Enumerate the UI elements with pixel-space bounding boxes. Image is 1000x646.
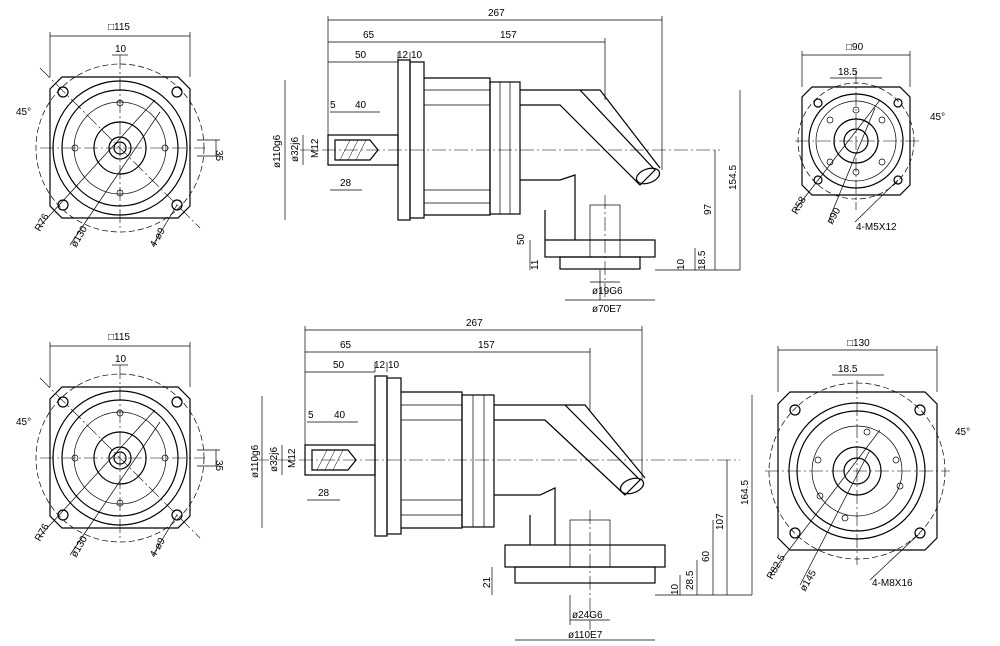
- top-side-40-label: 40: [355, 100, 367, 111]
- bottom-side-65-label: 65: [340, 340, 352, 351]
- top-side-28-label: 28: [340, 178, 352, 189]
- top-front-square-label: □115: [108, 22, 130, 33]
- bottom-side-pilot-label: ø110E7: [568, 630, 603, 641]
- bottom-side-28-5-label: 28.5: [685, 570, 696, 590]
- bottom-side-21-label: 21: [482, 576, 493, 588]
- top-side-view: 267 65 157 50 12 10 5 40 28 M12 ø110g6 ø…: [272, 8, 741, 315]
- bottom-front-height-label: 35: [213, 460, 224, 472]
- top-side-11-label: 11: [530, 259, 541, 270]
- bottom-output-offset-label: 18.5: [838, 364, 858, 375]
- top-side-50h-label: 50: [516, 233, 527, 245]
- top-output-radius-label: R58: [790, 195, 809, 217]
- bottom-front-diameter-label: ø130: [69, 534, 90, 560]
- bottom-side-view: 267 65 157 50 12 10 5 40 28 M12 ø110g6 ø…: [250, 318, 753, 641]
- bottom-output-angle-label: 45°: [955, 427, 970, 438]
- bottom-output-view: □130 18.5 45° R82.5 ø145 4-M8X16: [765, 338, 970, 594]
- bottom-side-157-label: 157: [478, 340, 495, 351]
- bottom-side-flange-diameter-label: ø110g6: [250, 444, 261, 478]
- bottom-side-bore-label: ø24G6: [572, 610, 603, 621]
- top-side-m12-label: M12: [310, 138, 321, 158]
- top-output-offset-label: 18.5: [838, 67, 858, 78]
- bottom-output-holes-label: 4-M8X16: [872, 578, 913, 589]
- top-side-65-label: 65: [363, 30, 375, 41]
- top-side-97-label: 97: [703, 203, 714, 215]
- bottom-side-60-label: 60: [701, 550, 712, 562]
- bottom-front-view: □115 10 45° 35 R76 ø130 4-ø9: [16, 332, 224, 560]
- bottom-side-10h-label: 10: [670, 583, 681, 595]
- top-side-10h-label: 10: [676, 258, 687, 270]
- bottom-side-total-label: 267: [466, 318, 483, 329]
- top-front-holes-label: 4-ø9: [148, 226, 168, 250]
- top-side-flange-diameter-label: ø110g6: [272, 134, 283, 168]
- top-output-angle-label: 45°: [930, 112, 945, 123]
- top-output-view: □90 18.5 45° R58 ø90 4-M5X12: [790, 42, 945, 233]
- bottom-output-radius-label: R82.5: [765, 553, 788, 582]
- top-front-radius-label: R76: [33, 212, 52, 234]
- bottom-side-m12-label: M12: [287, 448, 298, 468]
- top-front-diameter-label: ø130: [69, 224, 90, 250]
- bottom-side-12-label: 12: [374, 360, 386, 371]
- top-output-holes-label: 4-M5X12: [856, 222, 897, 233]
- top-side-shaft-diameter-label: ø32j6: [290, 137, 301, 162]
- top-side-50-label: 50: [355, 50, 367, 61]
- top-output-square-label: □90: [846, 42, 864, 53]
- bottom-front-angle-label: 45°: [16, 417, 31, 428]
- bottom-side-5-label: 5: [308, 410, 314, 421]
- bottom-side-40-label: 40: [334, 410, 346, 421]
- top-side-157-label: 157: [500, 30, 517, 41]
- top-output-diameter-label: ø90: [825, 206, 843, 227]
- bottom-side-50-label: 50: [333, 360, 345, 371]
- bottom-front-holes-label: 4-ø9: [148, 536, 168, 560]
- top-front-view: □115 10 45° 35 R76 ø130 4-ø9: [16, 22, 224, 250]
- top-front-height-label: 35: [213, 150, 224, 162]
- bottom-side-107-label: 107: [715, 513, 726, 530]
- bottom-side-28-label: 28: [318, 488, 330, 499]
- bottom-front-offset-label: 10: [115, 354, 127, 365]
- bottom-front-square-label: □115: [108, 332, 130, 343]
- top-side-12-label: 12: [397, 50, 409, 61]
- bottom-front-radius-label: R76: [33, 522, 52, 544]
- top-side-154-label: 154.5: [728, 165, 739, 190]
- top-side-5-label: 5: [330, 100, 336, 111]
- bottom-side-10-label: 10: [388, 360, 400, 371]
- top-side-18-label: 18.5: [697, 250, 708, 270]
- top-side-10-label: 10: [411, 50, 423, 61]
- top-front-offset-label: 10: [115, 44, 127, 55]
- bottom-output-square-label: □130: [847, 338, 870, 349]
- bottom-side-shaft-diameter-label: ø32j6: [269, 447, 280, 472]
- top-side-total-label: 267: [488, 8, 505, 19]
- top-side-bore-label: ø19G6: [592, 286, 623, 297]
- top-front-angle-label: 45°: [16, 107, 31, 118]
- top-side-pilot-label: ø70E7: [592, 304, 622, 315]
- bottom-side-164-label: 164.5: [740, 480, 751, 505]
- bottom-output-diameter-label: ø145: [798, 568, 819, 594]
